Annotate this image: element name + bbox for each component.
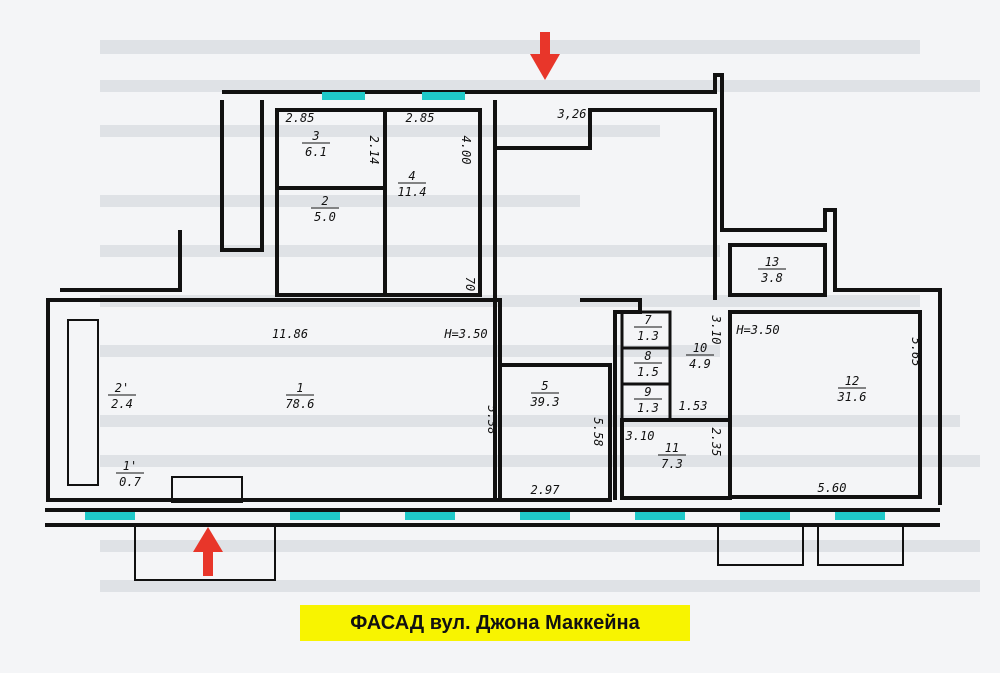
room-number: 2': [115, 381, 129, 395]
window: [422, 92, 465, 100]
room-number: 5: [541, 379, 548, 393]
room-area: 0.7: [119, 475, 141, 489]
room-area: 2.4: [111, 397, 133, 411]
room-area: 39.3: [530, 395, 560, 409]
dimension-label: 3,26: [557, 107, 587, 121]
room-number: 3: [311, 129, 319, 143]
room-area: 6.1: [305, 145, 327, 159]
room-area: 7.3: [661, 457, 683, 471]
dimension-label: 5.38: [485, 406, 499, 435]
room-number: 13: [765, 255, 779, 269]
window: [740, 512, 790, 520]
room-area: 1.3: [637, 401, 659, 415]
dimension-label: 1.53: [679, 399, 708, 413]
dimension-label: 2.85: [286, 111, 315, 125]
dimension-label: 2.35: [709, 428, 723, 457]
room-number: 7: [644, 313, 652, 327]
room-number: 1: [296, 381, 303, 395]
facade-caption: ФАСАД вул. Джона Маккейна: [300, 605, 690, 641]
room-number: 8: [644, 349, 651, 363]
room-area: 78.6: [286, 397, 315, 411]
dimension-label: 11.86: [272, 327, 308, 341]
room-area: 1.5: [637, 365, 659, 379]
entrance-arrow-bottom: [193, 527, 223, 576]
entrance-arrow-top: [530, 32, 560, 80]
window: [405, 512, 455, 520]
room-area: 5.0: [314, 210, 336, 224]
dimension-label: 4.00: [459, 136, 473, 165]
window: [85, 512, 135, 520]
dimension-label: 2.14: [367, 136, 381, 165]
room-number: 10: [693, 341, 707, 355]
room-number: 2: [321, 194, 328, 208]
dimension-label: 3.10: [625, 429, 655, 443]
room-number: 12: [845, 374, 859, 388]
window: [635, 512, 685, 520]
room-area: 1.3: [637, 329, 659, 343]
room-area: 3.8: [760, 271, 783, 285]
walls: [45, 73, 942, 581]
window: [520, 512, 570, 520]
room-number: 4: [408, 169, 415, 183]
background-text-lines: [100, 40, 980, 592]
dimension-label: 5.58: [591, 418, 605, 447]
window: [290, 512, 340, 520]
dimension-label: H=3.50: [443, 327, 487, 341]
windows: [85, 92, 885, 520]
dimension-label: 70: [463, 277, 477, 291]
dimension-label: H=3.50: [735, 323, 779, 337]
room-area: 11.4: [398, 185, 427, 199]
window: [322, 92, 365, 100]
room-area: 31.6: [837, 390, 867, 404]
dimension-label: 2.97: [531, 483, 561, 497]
window: [835, 512, 885, 520]
room-number: 1': [123, 459, 137, 473]
dimension-label: 2.85: [406, 111, 435, 125]
dimension-label: 3.10: [709, 315, 723, 345]
room-number: 11: [665, 441, 679, 455]
dimension-label: 5.60: [818, 481, 847, 495]
room-number: 9: [644, 385, 651, 399]
dimension-label: 5.65: [909, 338, 923, 367]
room-area: 4.9: [689, 357, 711, 371]
